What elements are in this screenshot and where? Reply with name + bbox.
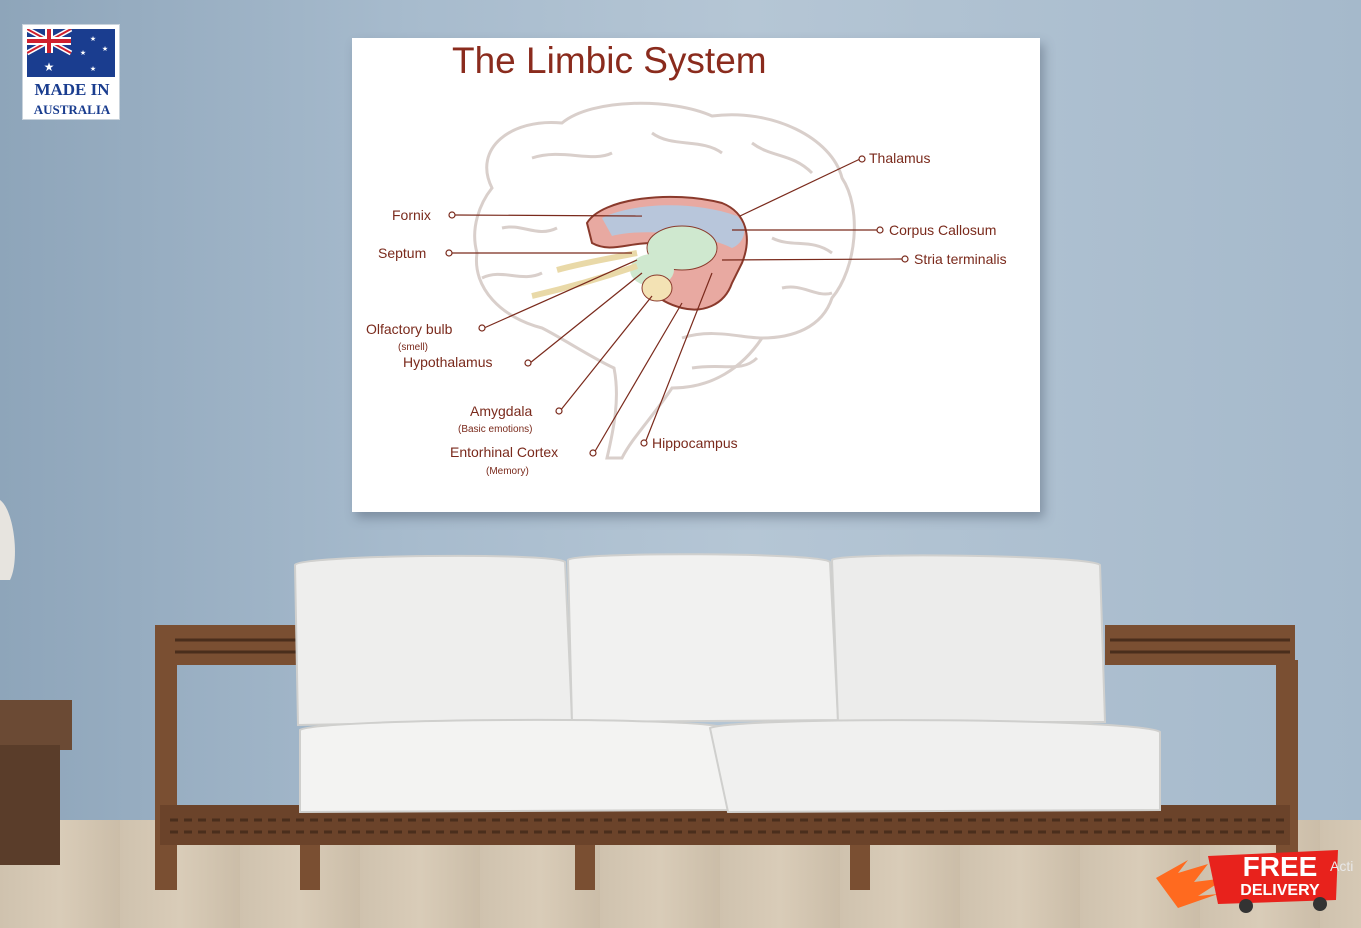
lamp bbox=[0, 500, 15, 580]
sofa-cushions bbox=[295, 554, 1160, 812]
side-table bbox=[0, 700, 72, 865]
free-text: FREE bbox=[1243, 851, 1318, 882]
free-delivery-badge: FREE DELIVERY bbox=[1148, 838, 1348, 918]
activation-watermark: Acti bbox=[1330, 858, 1353, 874]
wheel-icon bbox=[1239, 899, 1253, 913]
wheel-icon bbox=[1313, 897, 1327, 911]
delivery-text: DELIVERY bbox=[1240, 882, 1320, 899]
